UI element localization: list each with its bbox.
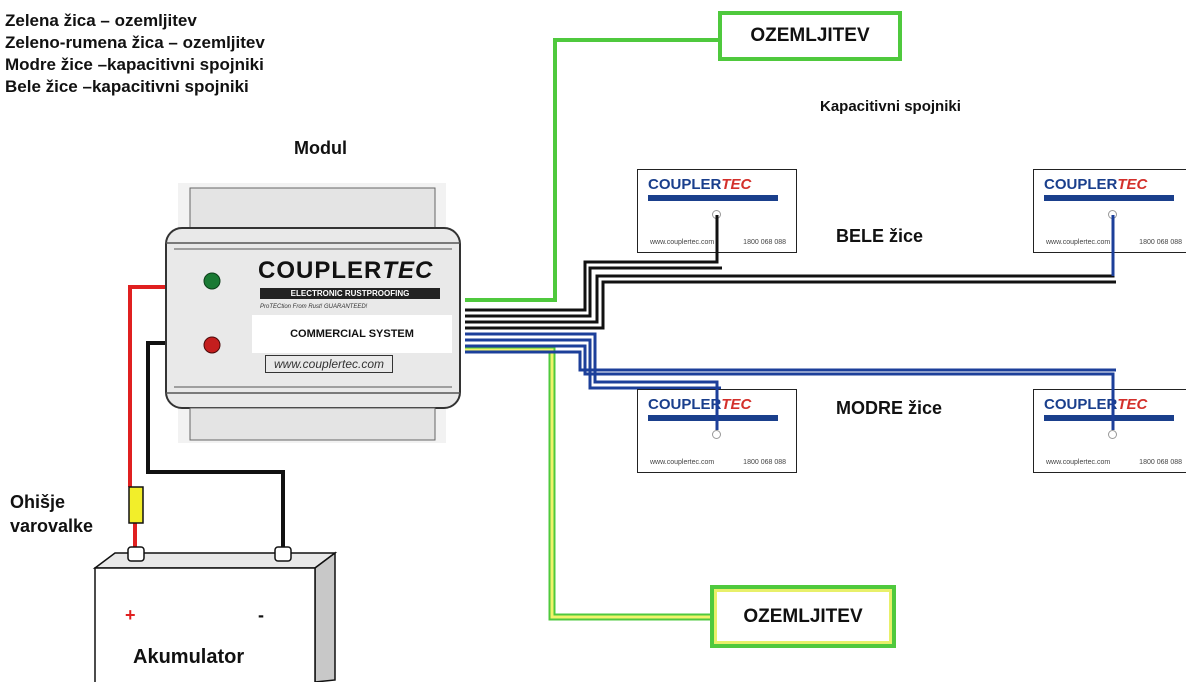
couplers-title: Kapacitivni spojniki bbox=[820, 98, 961, 115]
white-wire-2b bbox=[465, 280, 1116, 330]
fuse-holder-label: Ohišje varovalke bbox=[10, 490, 93, 538]
battery-side bbox=[314, 551, 336, 682]
module-label: Modul bbox=[294, 138, 347, 158]
battery-label: Akumulator bbox=[133, 646, 245, 668]
legend-green-yellow: Zeleno-rumena žica – ozemljitev bbox=[5, 33, 265, 52]
coupler-phone: 1800 068 088 bbox=[743, 239, 786, 246]
coupler-brand-tec: TEC bbox=[1117, 176, 1148, 193]
coupler-brand-coupler: COUPLER bbox=[648, 176, 722, 193]
coupler-brand: COUPLERTEC bbox=[1044, 396, 1147, 413]
coupler-brand: COUPLERTEC bbox=[1044, 176, 1147, 193]
coupler-brand-tec: TEC bbox=[1117, 396, 1148, 413]
battery-plus-sign: + bbox=[125, 605, 136, 625]
coupler-footer: www.couplertec.com 1800 068 088 bbox=[650, 239, 786, 246]
module-led-green bbox=[203, 272, 221, 290]
module-system-label: COMMERCIAL SYSTEM bbox=[252, 315, 452, 353]
coupler-brand: COUPLERTEC bbox=[648, 176, 751, 193]
battery-terminal-positive bbox=[127, 546, 145, 562]
coupler-url: www.couplertec.com bbox=[650, 239, 715, 246]
blue-wires-label: MODRE žice bbox=[836, 398, 943, 418]
coupler-port bbox=[712, 210, 721, 219]
coupler-port bbox=[712, 430, 721, 439]
module-housing bbox=[165, 183, 461, 443]
module-led-red bbox=[203, 336, 221, 354]
legend-blue: Modre žice –kapacitivni spojniki bbox=[5, 55, 264, 74]
module-tagline: ELECTRONIC RUSTPROOFING bbox=[260, 288, 440, 299]
couplertec-module: COUPLERTEC ELECTRONIC RUSTPROOFING ProTE… bbox=[160, 183, 465, 443]
blue-wire-2b bbox=[465, 350, 1116, 372]
coupler-port bbox=[1108, 430, 1117, 439]
module-brand: COUPLERTEC bbox=[258, 257, 433, 285]
coupler-url: www.couplertec.com bbox=[650, 459, 715, 466]
coupler-phone: 1800 068 088 bbox=[1139, 459, 1182, 466]
coupler-footer: www.couplertec.com 1800 068 088 bbox=[1046, 239, 1182, 246]
white-wires-label: BELE žice bbox=[836, 226, 924, 246]
wire-legend: Zelena žica – ozemljitev Zeleno-rumena ž… bbox=[5, 10, 265, 98]
green-yellow-ground-wire-inner bbox=[465, 348, 712, 619]
coupler-footer: www.couplertec.com 1800 068 088 bbox=[650, 459, 786, 466]
coupler-phone: 1800 068 088 bbox=[1139, 239, 1182, 246]
coupler-blue-2: COUPLERTEC www.couplertec.com 1800 068 08… bbox=[1033, 389, 1186, 473]
coupler-strip bbox=[1044, 195, 1174, 201]
battery-body bbox=[94, 567, 316, 682]
coupler-strip bbox=[648, 415, 778, 421]
coupler-strip bbox=[648, 195, 778, 201]
battery-terminal-negative bbox=[274, 546, 292, 562]
battery-minus-sign: - bbox=[258, 605, 264, 625]
coupler-url: www.couplertec.com bbox=[1046, 239, 1111, 246]
coupler-brand-coupler: COUPLER bbox=[648, 396, 722, 413]
coupler-blue-1: COUPLERTEC www.couplertec.com 1800 068 08… bbox=[637, 389, 797, 473]
coupler-white-1: COUPLERTEC www.couplertec.com 1800 068 08… bbox=[637, 169, 797, 253]
coupler-url: www.couplertec.com bbox=[1046, 459, 1111, 466]
coupler-strip bbox=[1044, 415, 1174, 421]
legend-white: Bele žice –kapacitivni spojniki bbox=[5, 77, 249, 96]
module-brand-tec: TEC bbox=[382, 257, 434, 284]
coupler-brand: COUPLERTEC bbox=[648, 396, 751, 413]
ground-box-top-label: OZEMLJITEV bbox=[750, 25, 870, 46]
module-brand-coupler: COUPLER bbox=[258, 257, 383, 284]
blue-wire-1b bbox=[465, 338, 721, 390]
ground-box-top: OZEMLJITEV bbox=[718, 11, 902, 61]
module-url: www.couplertec.com bbox=[265, 355, 394, 373]
fuse-holder bbox=[128, 486, 144, 524]
coupler-phone: 1800 068 088 bbox=[743, 459, 786, 466]
coupler-brand-tec: TEC bbox=[721, 396, 752, 413]
white-wire-1b bbox=[465, 266, 722, 318]
fuse-holder-label-line2: varovalke bbox=[10, 516, 94, 536]
green-ground-wire bbox=[465, 38, 720, 302]
coupler-brand-coupler: COUPLER bbox=[1044, 176, 1118, 193]
legend-green: Zelena žica – ozemljitev bbox=[5, 11, 197, 30]
ground-box-bottom-label: OZEMLJITEV bbox=[743, 605, 863, 627]
module-subtag: ProTECtion From Rust! GUARANTEED! bbox=[260, 304, 368, 310]
coupler-port bbox=[1108, 210, 1117, 219]
ground-box-bottom: OZEMLJITEV bbox=[710, 585, 896, 648]
coupler-brand-coupler: COUPLER bbox=[1044, 396, 1118, 413]
coupler-footer: www.couplertec.com 1800 068 088 bbox=[1046, 459, 1182, 466]
coupler-brand-tec: TEC bbox=[721, 176, 752, 193]
coupler-white-2: COUPLERTEC www.couplertec.com 1800 068 08… bbox=[1033, 169, 1186, 253]
fuse-holder-label-line1: Ohišje bbox=[10, 492, 66, 512]
